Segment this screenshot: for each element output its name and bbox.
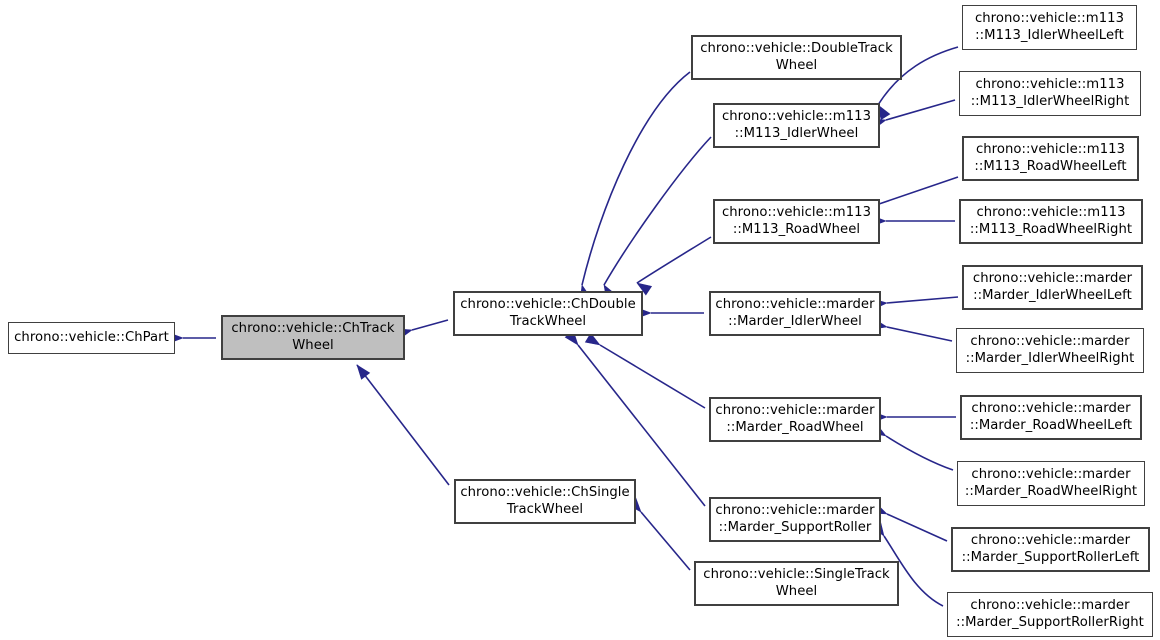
inheritance-edge xyxy=(885,435,954,471)
inheritance-edge xyxy=(599,344,706,409)
class-node-marder_idlerwheelleft[interactable]: chrono::vehicle::marder ::Marder_IdlerWh… xyxy=(962,265,1143,310)
class-node-m113_roadwheelright[interactable]: chrono::vehicle::m113 ::M113_RoadWheelRi… xyxy=(959,199,1143,244)
class-node-marder_supportrollerright[interactable]: chrono::vehicle::marder ::Marder_Support… xyxy=(947,592,1153,637)
class-node-marder_roadwheelleft[interactable]: chrono::vehicle::marder ::Marder_RoadWhe… xyxy=(960,395,1142,440)
class-node-m113_roadwheelleft[interactable]: chrono::vehicle::m113 ::M113_RoadWheelLe… xyxy=(962,136,1139,181)
class-node-marder_roadwheel[interactable]: chrono::vehicle::marder ::Marder_RoadWhe… xyxy=(709,397,881,442)
class-node-m113_idlerwheelleft[interactable]: chrono::vehicle::m113 ::M113_IdlerWheelL… xyxy=(962,5,1137,50)
class-node-chpart[interactable]: chrono::vehicle::ChPart xyxy=(8,322,175,354)
class-node-chdoubletrackwheel[interactable]: chrono::vehicle::ChDouble TrackWheel xyxy=(453,291,643,336)
class-node-chsingletrackwheel[interactable]: chrono::vehicle::ChSingle TrackWheel xyxy=(454,479,636,524)
class-node-singletrackwheel[interactable]: chrono::vehicle::SingleTrack Wheel xyxy=(694,561,899,606)
class-node-m113_idlerwheel[interactable]: chrono::vehicle::m113 ::M113_IdlerWheel xyxy=(713,103,880,148)
class-node-marder_supportrollerleft[interactable]: chrono::vehicle::marder ::Marder_Support… xyxy=(951,527,1150,572)
inheritance-edge xyxy=(581,71,691,286)
inheritance-edge xyxy=(886,513,948,542)
class-node-m113_roadwheel[interactable]: chrono::vehicle::m113 ::M113_RoadWheel xyxy=(713,199,880,244)
inheritance-edge xyxy=(885,99,956,121)
inheritance-arrowhead xyxy=(356,364,371,380)
inheritance-edge xyxy=(411,319,449,331)
class-node-chtrackwheel[interactable]: chrono::vehicle::ChTrack Wheel xyxy=(221,315,405,360)
inheritance-edge xyxy=(603,136,712,286)
inheritance-edge xyxy=(878,176,959,205)
class-node-m113_idlerwheelright[interactable]: chrono::vehicle::m113 ::M113_IdlerWheelR… xyxy=(959,71,1141,116)
class-node-marder_idlerwheelright[interactable]: chrono::vehicle::marder ::Marder_IdlerWh… xyxy=(956,328,1144,373)
class-node-marder_roadwheelright[interactable]: chrono::vehicle::marder ::Marder_RoadWhe… xyxy=(957,461,1145,506)
inheritance-edge xyxy=(640,511,691,571)
inheritance-edge xyxy=(636,236,712,284)
inheritance-edge xyxy=(886,296,959,304)
inheritance-edge xyxy=(356,364,450,486)
class-node-marder_supportroller[interactable]: chrono::vehicle::marder ::Marder_Support… xyxy=(709,497,881,542)
class-node-doubletrackwheel[interactable]: chrono::vehicle::DoubleTrack Wheel xyxy=(691,35,902,80)
inheritance-edge xyxy=(886,326,953,342)
class-node-marder_idlerwheel[interactable]: chrono::vehicle::marder ::Marder_IdlerWh… xyxy=(709,291,881,336)
